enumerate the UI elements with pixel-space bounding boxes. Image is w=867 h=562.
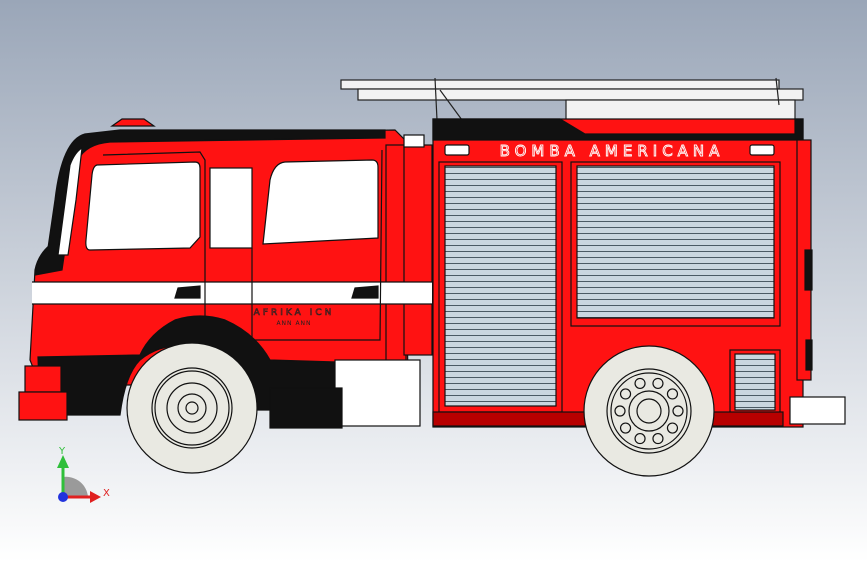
wheel-lug-hole	[614, 405, 626, 417]
z-axis	[58, 492, 68, 502]
wheel-lug-hole	[652, 377, 664, 390]
rear-wheel	[583, 345, 715, 477]
axis-triad: Y X	[57, 446, 110, 503]
x-axis-label: X	[103, 488, 110, 499]
body-lettering: BOMBA AMERICANA	[500, 142, 725, 160]
cab-emblem: AFRIKA ICN	[254, 308, 335, 318]
wheel-lug-hole	[619, 388, 632, 400]
roof-ladder	[340, 77, 804, 129]
wheel-lug-hole	[672, 405, 684, 417]
triad-rotation-arc	[63, 476, 88, 497]
cab-emblem-subtext: ANN ANN	[276, 320, 311, 327]
wheel-lug-hole	[666, 422, 679, 434]
wheel-lug-hole	[619, 422, 632, 434]
cab	[18, 118, 846, 429]
wheel-lug-hole	[666, 388, 679, 400]
wheel-lug-hole	[634, 377, 646, 390]
wheel-lug-hole	[652, 432, 664, 445]
front-wheel	[126, 342, 258, 474]
y-axis-label: Y	[58, 446, 66, 457]
wheel-lug-hole	[634, 432, 646, 445]
